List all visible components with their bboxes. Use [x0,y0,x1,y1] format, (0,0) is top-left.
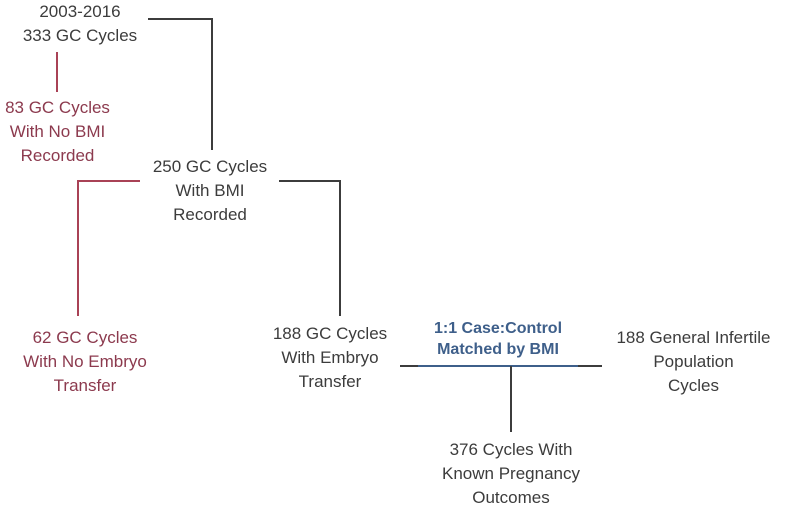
node-with-transfer: 188 GC Cycles With Embryo Transfer [260,322,400,394]
node-outcomes-line-1: 376 Cycles With [449,440,573,459]
node-general-population: 188 General Infertile Population Cycles [600,326,787,398]
node-no-transfer-line-3: Transfer [53,376,117,395]
node-general-line-1: 188 General Infertile [616,328,771,347]
node-no-bmi: 83 GC Cycles With No BMI Recorded [0,96,115,168]
node-start-line-1: 2003-2016 [39,2,121,21]
node-outcomes-line-2: Known Pregnancy [442,464,580,483]
match-label-line-2: Matched by BMI [437,341,559,358]
node-no-transfer: 62 GC Cycles With No Embryo Transfer [10,326,160,398]
connector-with-bmi-to-with-transfer [279,180,341,316]
node-start-line-2: 333 GC Cycles [22,26,138,45]
node-outcomes-line-3: Outcomes [472,488,550,507]
match-label: 1:1 Case:Control Matched by BMI [410,318,586,360]
connector-start-to-with-bmi [148,18,213,150]
node-with-bmi: 250 GC Cycles With BMI Recorded [135,155,285,227]
node-general-line-3: Cycles [667,376,719,395]
node-general-line-2: Population [653,352,734,371]
node-with-transfer-line-1: 188 GC Cycles [272,324,388,343]
connector-with-bmi-to-no-transfer [77,180,140,316]
node-with-transfer-line-2: With Embryo [281,348,379,367]
node-no-transfer-line-1: 62 GC Cycles [32,328,138,347]
match-label-line-1: 1:1 Case:Control [433,320,563,337]
node-no-transfer-line-2: With No Embryo [23,352,147,371]
node-with-bmi-line-1: 250 GC Cycles [152,157,268,176]
node-with-transfer-line-3: Transfer [298,372,362,391]
node-no-bmi-line-3: Recorded [20,146,95,165]
node-with-bmi-line-3: Recorded [173,205,247,224]
node-with-bmi-line-2: With BMI [175,181,245,200]
node-no-bmi-line-1: 83 GC Cycles [5,98,110,117]
node-no-bmi-line-2: With No BMI [9,122,106,141]
node-outcomes: 376 Cycles With Known Pregnancy Outcomes [416,438,606,510]
node-start: 2003-2016 333 GC Cycles [0,0,160,48]
